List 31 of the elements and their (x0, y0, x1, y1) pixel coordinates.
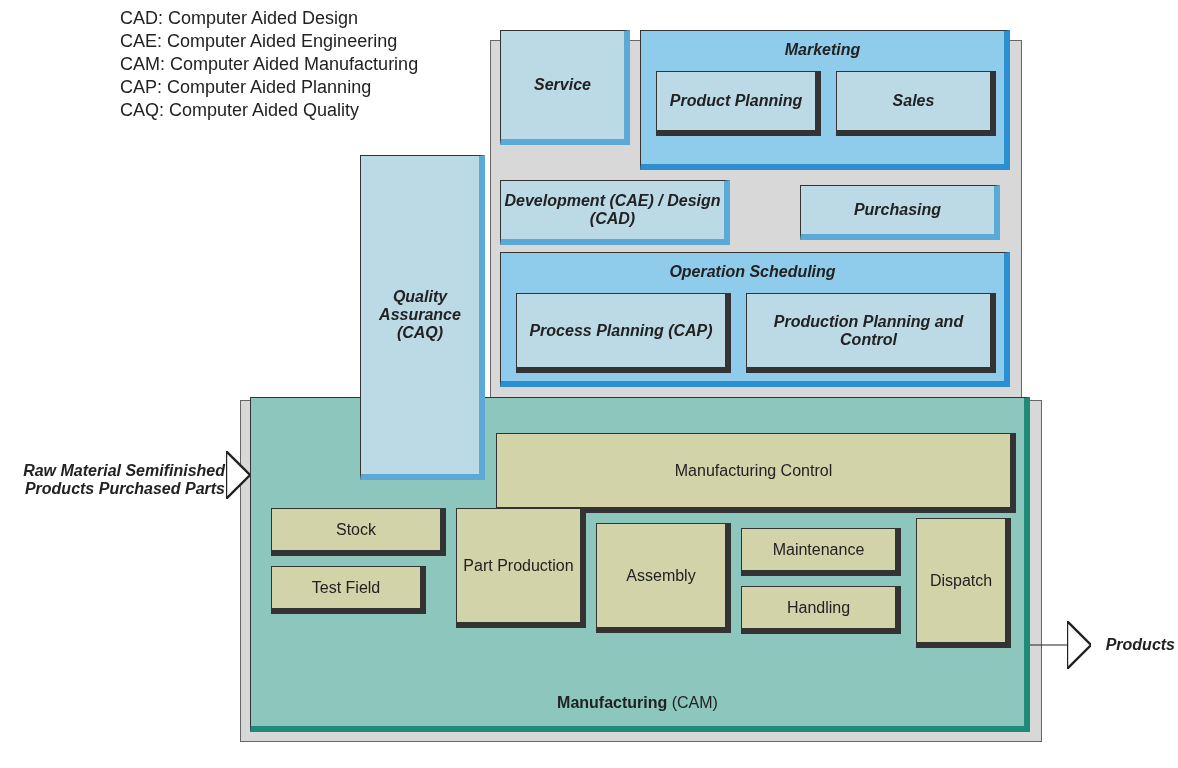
function-block: Part Production (456, 508, 586, 628)
department-panel (640, 30, 1010, 170)
function-block: Maintenance (741, 528, 901, 576)
department-block: Development (CAE) / Design (CAD) (500, 180, 730, 245)
panel-title: Marketing (784, 41, 861, 59)
abbreviation-note: CAD: Computer Aided Design (120, 8, 359, 29)
function-block: Handling (741, 586, 901, 634)
panel-title: Operation Scheduling (669, 263, 836, 281)
function-block: Sales (836, 71, 996, 136)
department-block: Service (500, 30, 630, 145)
department-panel (500, 252, 1010, 387)
department-block: Quality Assurance (CAQ) (360, 155, 485, 480)
function-block: Product Planning (656, 71, 821, 136)
function-block: Dispatch (916, 518, 1011, 648)
function-block: Test Field (271, 566, 426, 614)
function-block: Production Planning and Control (746, 293, 996, 373)
manufacturing-platform (250, 397, 1030, 732)
function-block: Manufacturing Control (496, 433, 1016, 513)
abbreviation-note: CAM: Computer Aided Manufacturing (120, 54, 419, 75)
abbreviation-note: CAQ: Computer Aided Quality (120, 100, 360, 121)
function-block: Stock (271, 508, 446, 556)
flow-arrow (1029, 619, 1093, 671)
function-block: Assembly (596, 523, 731, 633)
flow-arrow (224, 449, 252, 501)
abbreviation-note: CAP: Computer Aided Planning (120, 77, 372, 98)
flow-text: Raw Material Semifinished Products Purchased Parts (0, 435, 225, 525)
department-block: Purchasing (800, 185, 1000, 240)
function-block: Process Planning (CAP) (516, 293, 731, 373)
abbreviation-note: CAE: Computer Aided Engineering (120, 31, 398, 52)
flow-text: Products (1095, 630, 1175, 660)
panel-title: Manufacturing (CAM) (556, 694, 719, 712)
